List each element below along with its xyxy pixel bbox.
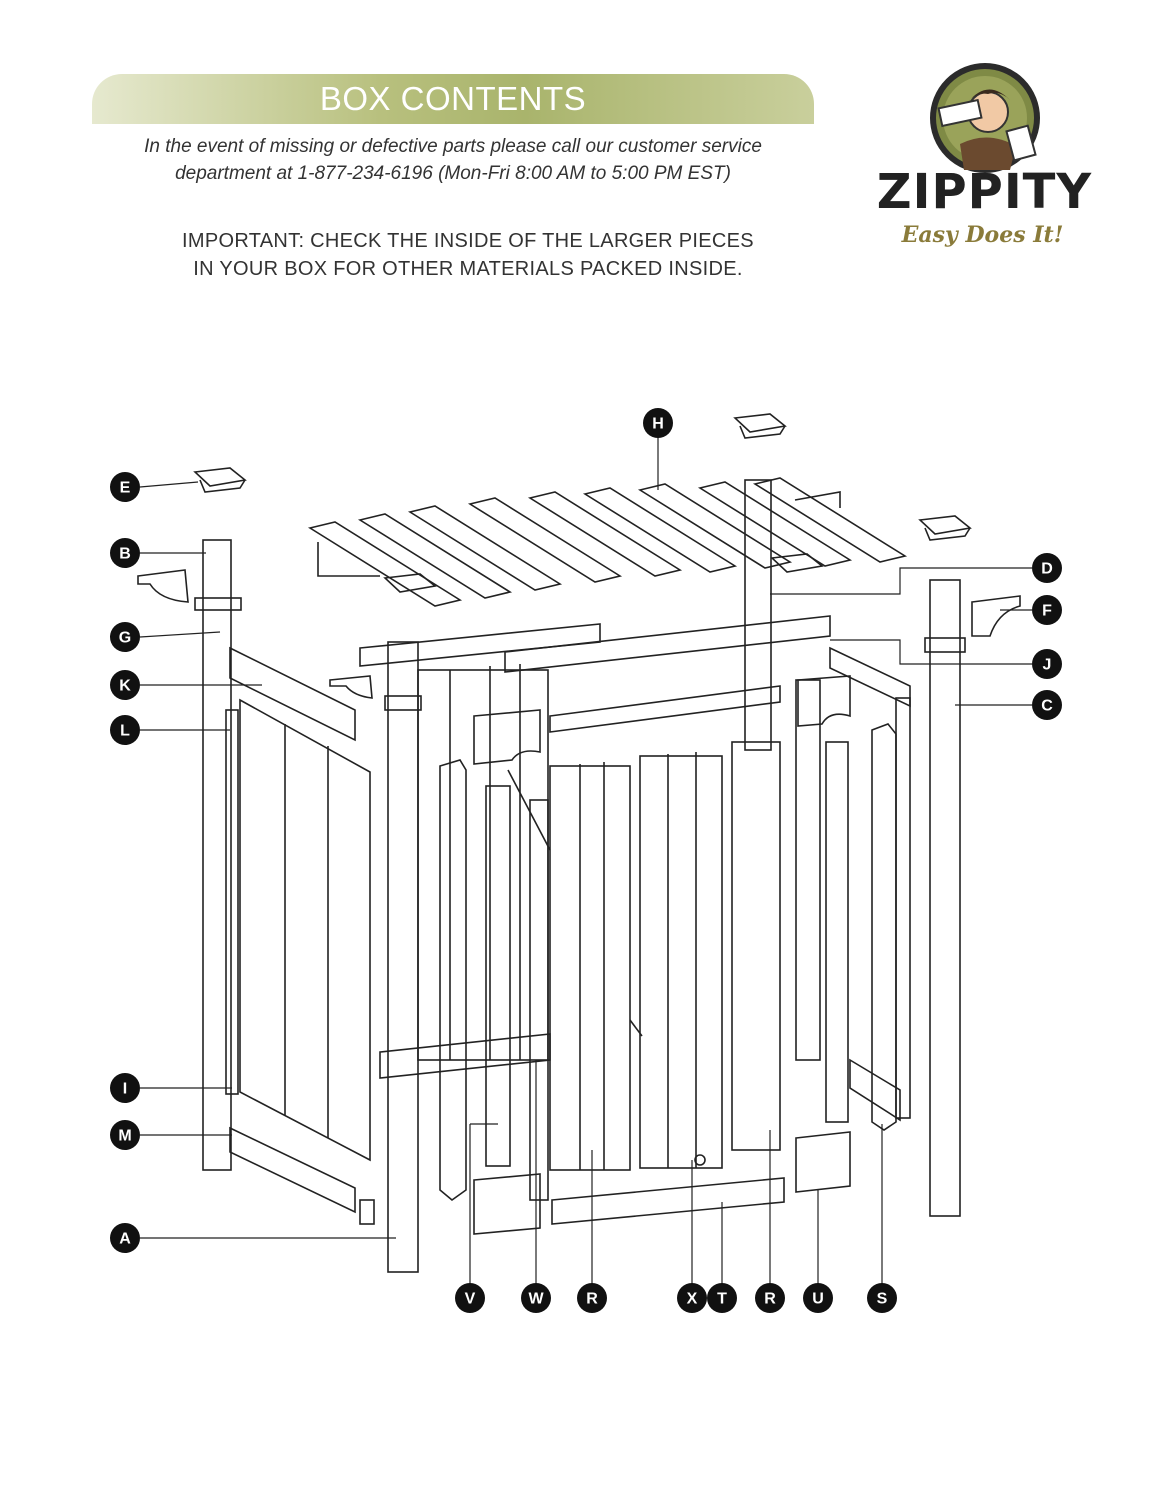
callout-B: B [110,538,140,568]
svg-text:T: T [717,1291,727,1308]
svg-text:B: B [119,546,131,563]
svg-text:V: V [465,1291,476,1308]
callout-D: D [1032,553,1062,583]
brackets [137,569,1021,699]
gate [507,685,785,1225]
notice-line-2: department at 1-877-234-6196 (Mon-Fri 8:… [175,163,731,184]
svg-text:G: G [119,630,131,647]
post-caps [193,413,972,593]
callout-V: V [455,1283,485,1313]
callout-W: W [521,1283,551,1313]
back-panel [359,623,601,1079]
left-panel [225,646,375,1225]
callout-S: S [867,1283,897,1313]
svg-text:C: C [1041,698,1053,715]
callout-F: F [1032,595,1062,625]
important-line-1: IMPORTANT: CHECK THE INSIDE OF THE LARGE… [182,230,754,252]
callout-K: K [110,670,140,700]
svg-text:R: R [586,1291,598,1308]
svg-text:M: M [118,1128,131,1145]
callout-A: A [110,1223,140,1253]
svg-text:L: L [120,723,130,740]
svg-text:I: I [123,1081,127,1098]
callout-M: M [110,1120,140,1150]
important-line-2: IN YOUR BOX FOR OTHER MATERIALS PACKED I… [193,258,743,280]
svg-text:K: K [119,678,131,695]
brand-tagline: Easy Does It! [901,222,1064,248]
svg-text:F: F [1042,603,1052,620]
rear-beam [504,615,831,673]
svg-text:A: A [119,1231,131,1248]
svg-text:S: S [877,1291,888,1308]
callout-L: L [110,715,140,745]
callout-X: X [677,1283,707,1313]
callout-I: I [110,1073,140,1103]
callout-H: H [643,408,673,438]
gate-posts [439,759,549,1202]
svg-text:E: E [120,480,131,497]
callout-R-right: R [755,1283,785,1313]
brand-name: ZIPPITY [876,164,1093,220]
svg-text:W: W [528,1291,544,1308]
section-banner: BOX CONTENTS [92,74,814,124]
rafter-set [307,477,908,607]
svg-text:H: H [652,416,664,433]
notice-line-1: In the event of missing or defective par… [144,136,762,157]
callout-T: T [707,1283,737,1313]
banner-title: BOX CONTENTS [319,80,587,117]
right-panel [795,646,911,1131]
callout-J: J [1032,649,1062,679]
svg-text:X: X [687,1291,698,1308]
svg-text:U: U [812,1291,824,1308]
corner-brackets [473,675,851,1235]
callout-U: U [803,1283,833,1313]
callout-R-left: R [577,1283,607,1313]
parts-diagram: E B G K L I M A H D F J [110,408,1062,1313]
svg-text:R: R [764,1291,776,1308]
callout-G: G [110,622,140,652]
zippity-logo [930,63,1040,173]
svg-text:D: D [1041,561,1053,578]
callout-C: C [1032,690,1062,720]
leader-lines [139,435,1032,1285]
svg-text:J: J [1043,657,1052,674]
callout-E: E [110,472,140,502]
